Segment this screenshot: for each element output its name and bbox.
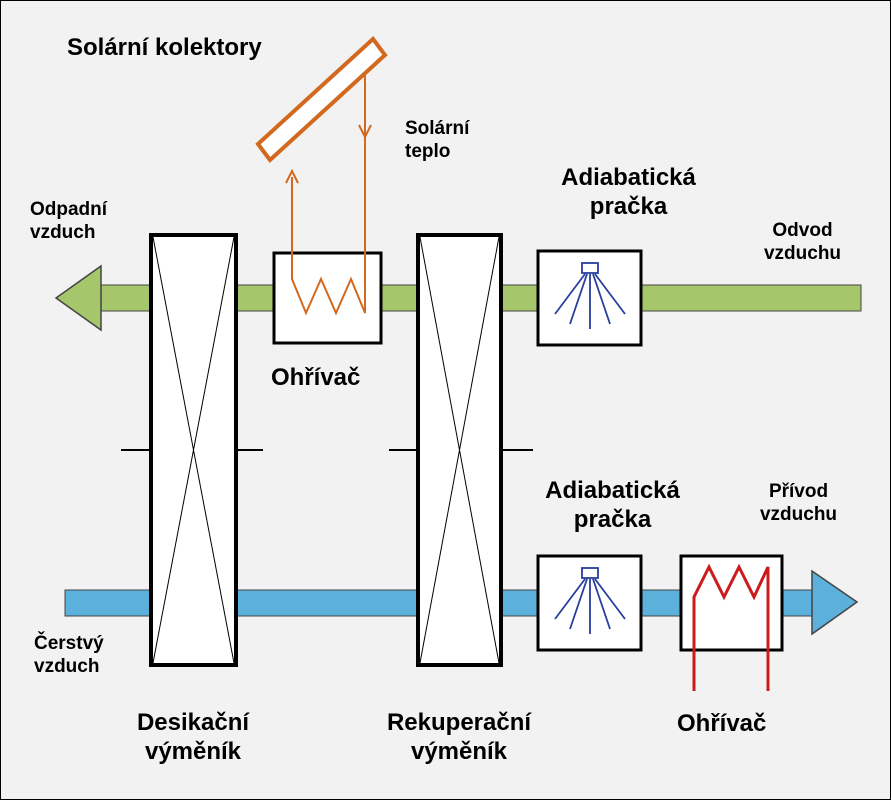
solar-loop: [285, 51, 372, 316]
top-heater-label: Ohřívač: [271, 364, 361, 391]
bottom-adiabatic-washer: [536, 554, 643, 652]
top-adiabatic-label: Adiabatická pračka: [561, 164, 696, 220]
desiccant-exchanger: [149, 233, 238, 667]
spray-nozzle-icon: [554, 262, 626, 329]
solar-heat-label: Solární teplo: [405, 118, 470, 162]
desiccant-exchanger-label: Desikační výměník: [136, 709, 250, 765]
flow-arrow-down-icon: [358, 124, 372, 140]
top-adiabatic-washer: [536, 249, 643, 347]
bottom-heater-label: Ohřívač: [677, 710, 767, 737]
supply-arrow-head-icon: [811, 569, 859, 636]
recovery-exchanger: [416, 233, 503, 667]
fresh-air-label: Čerstvý vzduch: [34, 633, 104, 677]
exhaust-air-label: Odpadní vzduch: [30, 199, 108, 243]
outlet-air-label: Odvod vzduchu: [763, 220, 842, 264]
exhaust-arrow-head-icon: [54, 264, 102, 332]
heating-coil-icon: [291, 51, 366, 316]
bottom-heater: [679, 554, 784, 691]
bottom-adiabatic-label: Adiabatická pračka: [545, 477, 680, 533]
solar-collectors-label: Solární kolektory: [67, 34, 262, 61]
recovery-exchanger-label: Rekuperační výměník: [386, 709, 532, 765]
spray-nozzle-icon: [554, 567, 626, 634]
flow-arrow-up-icon: [285, 168, 299, 184]
supply-air-label: Přívod vzduchu: [759, 481, 838, 525]
solar-collector-icon: [255, 36, 388, 163]
heating-coil-icon: [692, 563, 770, 691]
